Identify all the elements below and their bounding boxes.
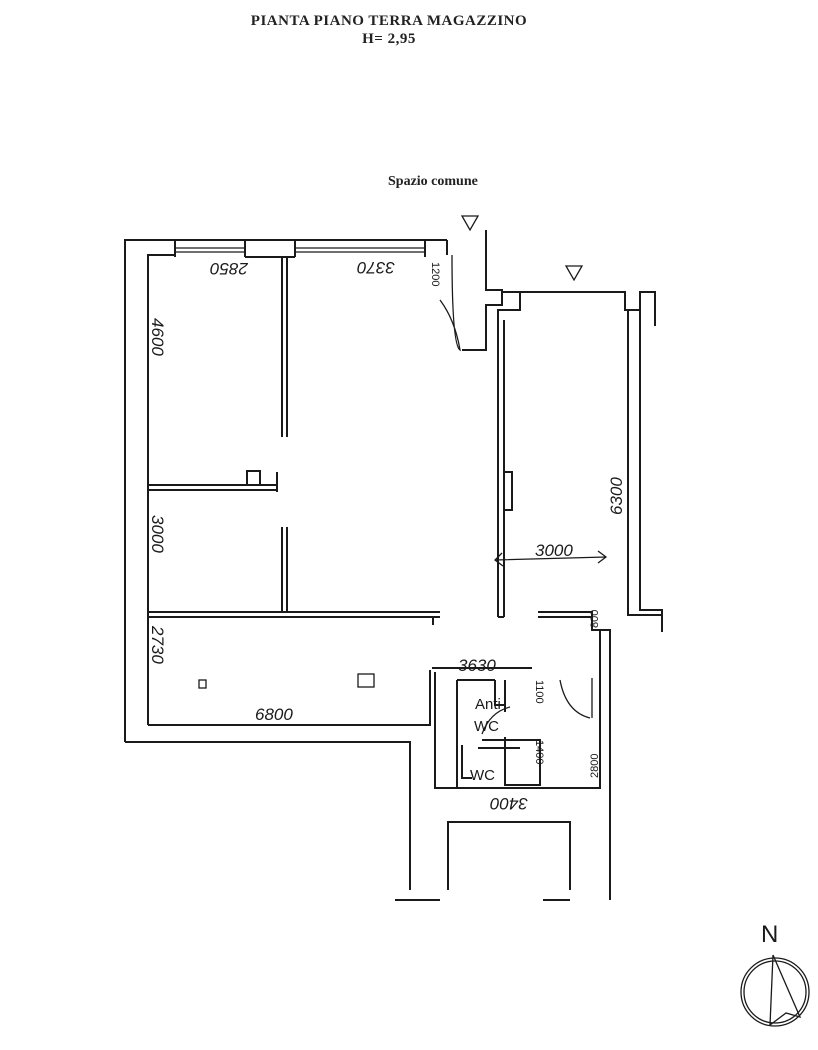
entrance-marker [564,265,584,282]
room-label-anti-wc: WC [474,718,499,735]
dim-4600: 4600 [148,318,167,356]
dim-2800: 2800 [589,754,601,778]
common-space-label: Spazio comune [388,174,478,189]
north-compass-icon: N [740,921,810,1027]
room-label-anti: Anti [475,696,501,713]
walls [124,230,663,901]
dim-2730: 2730 [148,625,167,664]
dim-3000-right: 3000 [535,541,573,560]
room-label-wc: WC [470,767,495,784]
dim-3000-left: 3000 [148,515,167,553]
dim-1200: 1200 [429,262,441,286]
dim-1100: 1100 [533,680,545,704]
plan-title: PIANTA PIANO TERRA MAGAZZINO [250,13,528,29]
north-label: N [761,921,778,948]
height-label: H= 2,95 [362,31,416,47]
dim-3400: 3400 [490,794,528,813]
dim-1400: 1400 [533,740,545,764]
dim-6300: 6300 [607,477,626,515]
dim-arrow [494,550,608,567]
dim-3370: 3370 [357,258,395,277]
entrance-marker [460,215,480,232]
dim-2850: 2850 [210,259,249,278]
dim-800: 800 [589,610,601,628]
dim-3630: 3630 [458,656,496,675]
dim-6800: 6800 [255,705,293,724]
